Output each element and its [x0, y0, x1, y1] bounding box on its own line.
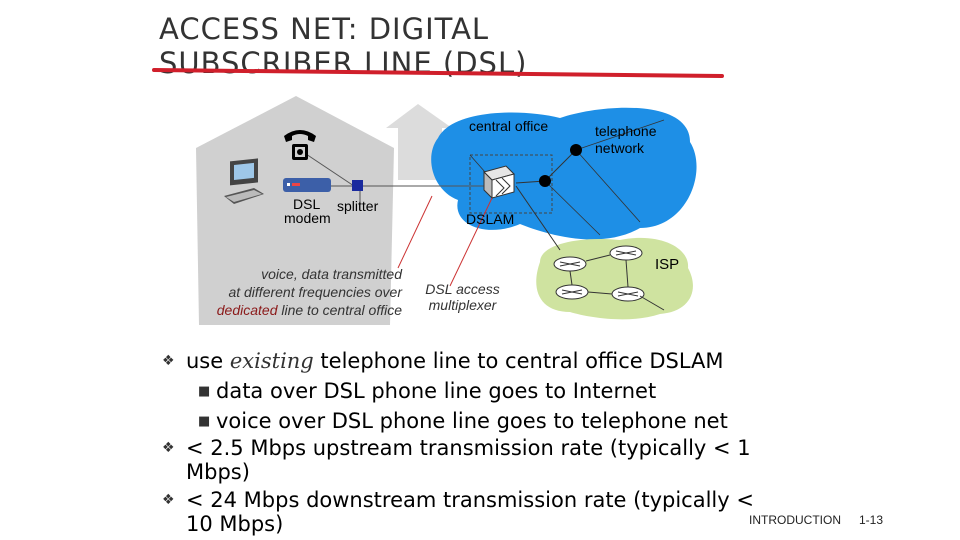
bullet-2: < 2.5 Mbps upstream transmission rate (t…: [186, 436, 751, 484]
central-office-label: central office: [469, 118, 549, 134]
caption-dedicated: dedicated: [216, 302, 278, 318]
bullet-item: ❖ use existing telephone line to central…: [160, 346, 820, 376]
caption-line-1: voice, data transmitted: [261, 266, 402, 282]
title-underline: [152, 68, 724, 78]
sub-bullet-2: voice over DSL phone line goes to teleph…: [216, 409, 728, 433]
square-bullet-icon: ■: [198, 384, 211, 399]
splitter-label: splitter: [337, 198, 379, 214]
title-line-1: ACCESS NET: DIGITAL: [159, 12, 490, 46]
isp-label: ISP: [655, 256, 680, 273]
caption-line-3: dedicated line to central office: [150, 301, 402, 319]
central-office-box: [469, 154, 553, 214]
sub-bullet-item: ■ data over DSL phone line goes to Inter…: [160, 376, 820, 406]
sub-bullet-item: ■ voice over DSL phone line goes to tele…: [160, 406, 820, 436]
splitter-icon: [352, 180, 363, 191]
dslam-caption-line-1: DSL access: [425, 281, 500, 297]
bullet-1-post: telephone line to central office DSLAM: [313, 349, 724, 373]
dslam-label: DSLAM: [466, 211, 515, 227]
telephone-network-label-1: telephone: [595, 123, 657, 139]
telephone-network-cloud: [431, 107, 697, 240]
diamond-bullet-icon: ❖: [162, 440, 175, 456]
dsl-modem-label-2: modem: [284, 210, 331, 226]
telephone-icon: [284, 130, 316, 160]
house: [196, 96, 394, 325]
dslam-icon: [483, 165, 515, 200]
bullet-3: < 24 Mbps downstream transmission rate (…: [186, 488, 754, 536]
telephone-network-label-2: network: [595, 140, 645, 156]
square-bullet-icon: ■: [198, 414, 211, 429]
bullet-item: ❖ < 2.5 Mbps upstream transmission rate …: [160, 436, 806, 488]
diamond-bullet-icon: ❖: [162, 353, 175, 369]
bullet-item: ❖ < 24 Mbps downstream transmission rate…: [160, 488, 766, 540]
caption-line-3-rest: line to central office: [277, 302, 402, 318]
bullet-1-pre: use: [186, 349, 230, 373]
page-title: ACCESS NET: DIGITAL SUBSCRIBER LINE (DSL…: [159, 12, 759, 80]
computer-icon: [224, 158, 264, 204]
dsl-modem-icon: [283, 178, 331, 192]
sub-bullet-1: data over DSL phone line goes to Interne…: [216, 379, 657, 403]
router-icon: [553, 245, 665, 311]
dslam-caption-line-2: multiplexer: [428, 297, 497, 313]
footer-section: INTRODUCTION: [749, 513, 841, 527]
diamond-bullet-icon: ❖: [162, 492, 175, 508]
footer-page-number: 1-13: [859, 513, 884, 527]
diagram-caption: voice, data transmitted at different fre…: [150, 265, 402, 319]
bullet-1-emphasis: existing: [229, 349, 314, 373]
bullet-list: ❖ use existing telephone line to central…: [160, 346, 820, 540]
dsl-modem-label-1: DSL: [293, 196, 321, 212]
caption-line-2: at different frequencies over: [228, 284, 402, 300]
dslam-caption: DSL access multiplexer: [410, 281, 515, 313]
